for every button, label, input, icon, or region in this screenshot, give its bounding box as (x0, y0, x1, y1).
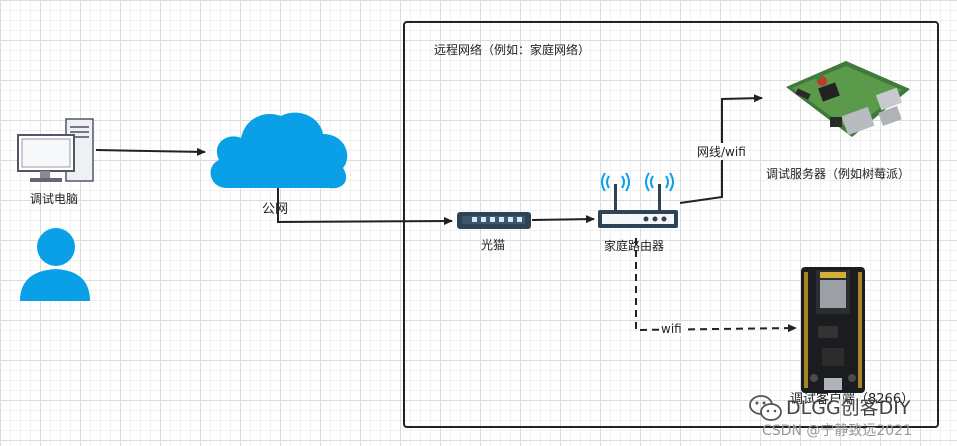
watermark-account-name: DLGG创客DIY (786, 397, 911, 419)
raspberry-pi-board-icon (786, 61, 910, 137)
debug-server-label: 调试服务器（例如树莓派） (766, 167, 911, 181)
router-label: 家庭路由器 (604, 239, 665, 253)
wifi-router-icon (598, 172, 678, 228)
remote-network-container (403, 21, 939, 428)
cable-wifi-label: 网线/wifi (696, 143, 747, 160)
connector-internet-to-modem (277, 188, 453, 226)
modem-label: 光猫 (481, 238, 506, 252)
connector-pc-to-internet (95, 147, 206, 156)
desktop-computer-icon (17, 118, 94, 182)
watermark-csdn: CSDN @宁静致远2021 (762, 423, 912, 439)
user-person-icon (20, 228, 90, 301)
connector-router-to-esp8266 (635, 238, 797, 333)
esp8266-label: 调试客户端（8266） (790, 392, 915, 407)
remote-network-label: 远程网络（例如：家庭网络） (434, 43, 591, 57)
wifi-label: wifi (659, 322, 684, 336)
debug-pc-label: 调试电脑 (30, 192, 79, 206)
connector-modem-to-router (531, 215, 595, 224)
internet-label: 公网 (262, 202, 289, 217)
esp8266-board-icon (801, 267, 865, 393)
modem-icon (457, 212, 531, 229)
cloud-icon (210, 112, 348, 189)
wechat-logo-icon (749, 395, 782, 421)
